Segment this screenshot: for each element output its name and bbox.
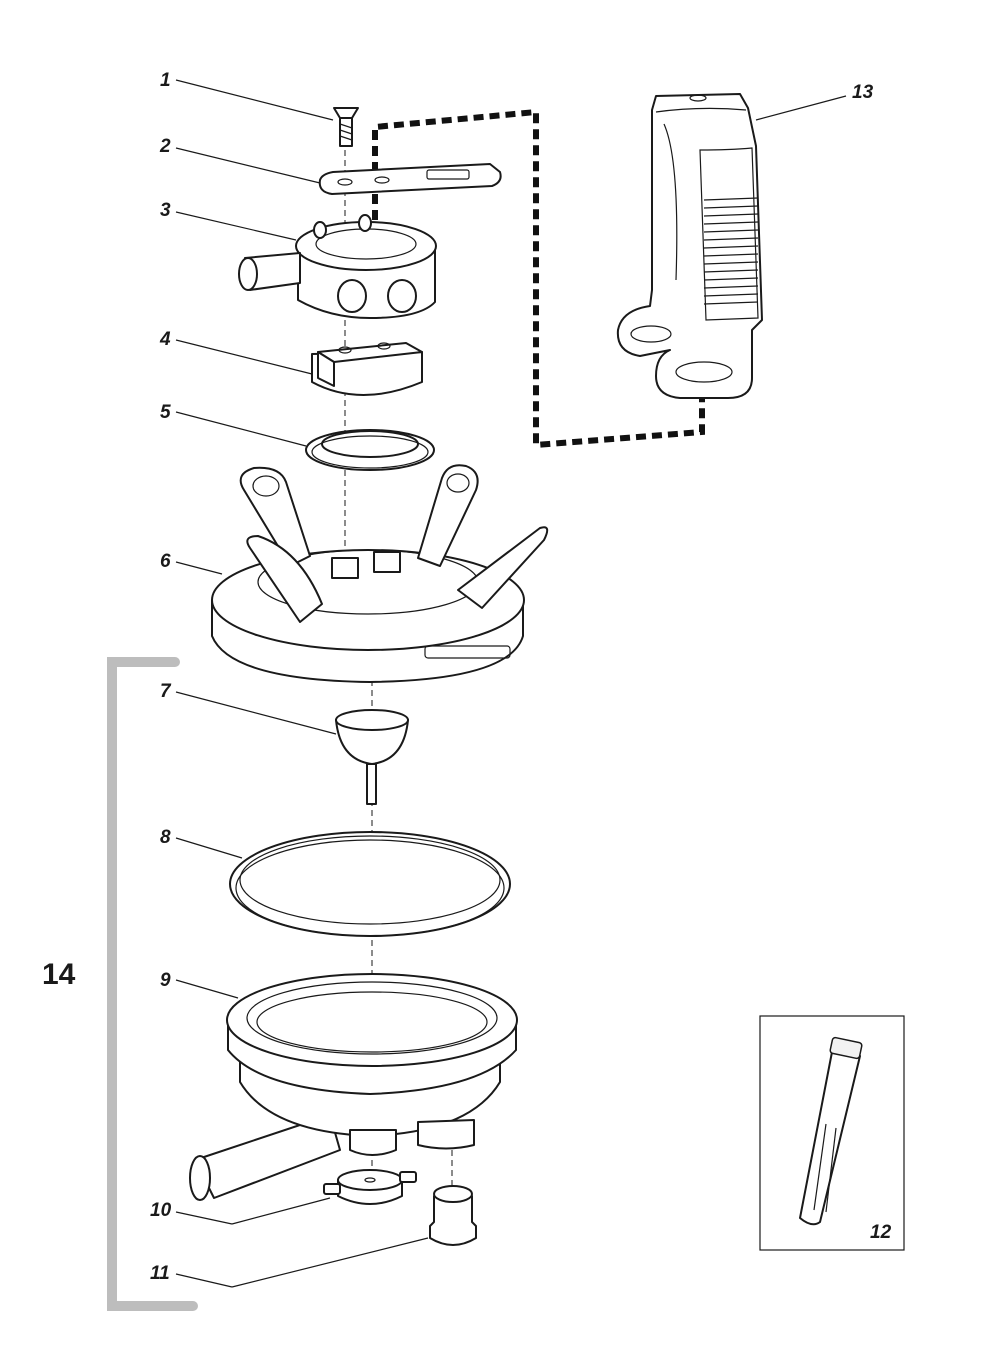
part-6-cover [211,464,549,683]
part-5-gasket [305,429,435,471]
part-1-screw [333,107,359,147]
part-10-clip [323,1169,417,1205]
callout-10: 10 [150,1200,172,1221]
link-dashed-line [372,108,705,449]
part-8-seal-ring [229,831,511,937]
callout-4: 4 [159,329,171,350]
callout-9: 9 [160,970,171,991]
callout-1: 1 [160,70,171,91]
callout-5: 5 [160,402,171,423]
part-7-float [335,709,409,805]
callout-13: 13 [852,82,874,103]
callout-8: 8 [160,827,171,848]
part-9-bowl [189,973,518,1201]
part-2-plate [318,163,502,195]
group-14-bracket [107,657,198,1311]
callout-3: 3 [160,200,171,221]
part-13-handle [616,93,763,399]
callout-11: 11 [150,1263,170,1284]
callout-2: 2 [159,136,171,157]
callout-6: 6 [160,551,171,572]
part-3-claw-head [238,214,437,319]
part-4-valve-block [311,342,423,396]
group-label-14: 14 [42,958,76,991]
part-12-inset [759,1015,905,1251]
callout-12: 12 [870,1222,892,1243]
part-11-plug [429,1185,477,1246]
callout-7: 7 [160,681,172,702]
leader-lines [175,79,847,1288]
